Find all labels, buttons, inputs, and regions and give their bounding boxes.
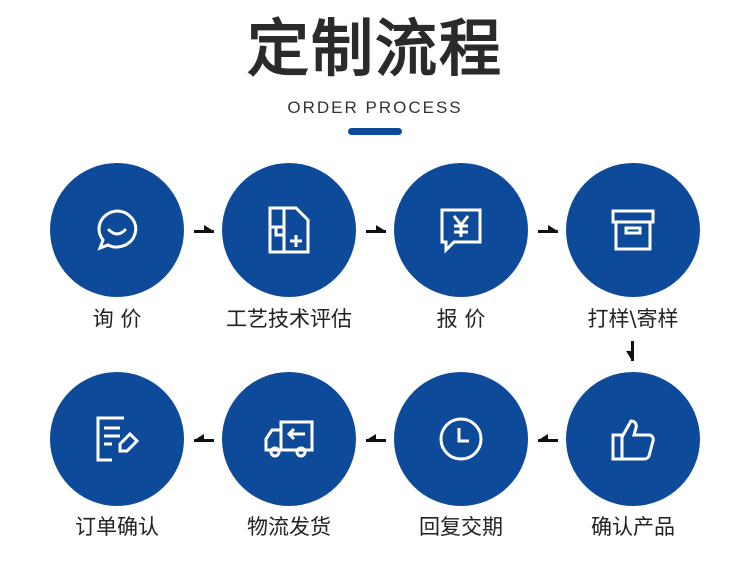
step-sampling xyxy=(566,163,700,297)
arrow-left-icon xyxy=(366,434,386,442)
step-label: 工艺技术评估 xyxy=(226,307,352,331)
step-label: 回复交期 xyxy=(419,515,503,539)
step-tech-evaluation xyxy=(222,163,356,297)
step-label: 确认产品 xyxy=(591,515,675,539)
step-label: 询 价 xyxy=(92,307,142,331)
delivery-truck-icon xyxy=(264,420,314,458)
blueprint-icon xyxy=(268,206,310,254)
yen-quote-icon xyxy=(440,208,482,254)
step-label: 物流发货 xyxy=(247,515,331,539)
thumbs-up-icon xyxy=(611,419,655,461)
arrow-left-icon xyxy=(194,434,214,442)
arrow-down-icon xyxy=(626,341,634,361)
page-title: 定制流程 xyxy=(246,12,503,85)
arrow-right-icon xyxy=(194,225,214,233)
clock-icon xyxy=(439,417,483,461)
arrow-right-icon xyxy=(366,225,386,233)
order-form-icon xyxy=(96,416,140,462)
step-inquiry xyxy=(50,163,184,297)
chat-bubble-icon xyxy=(97,209,138,251)
step-label: 订单确认 xyxy=(75,515,159,539)
page-subtitle: ORDER PROCESS xyxy=(287,98,463,117)
step-shipping xyxy=(222,372,356,506)
box-icon xyxy=(611,209,655,251)
step-delivery-date xyxy=(394,372,528,506)
step-order-confirm xyxy=(50,372,184,506)
arrow-left-icon xyxy=(538,434,558,442)
step-label: 打样\寄样 xyxy=(587,307,679,331)
step-quotation xyxy=(394,163,528,297)
arrow-right-icon xyxy=(538,225,558,233)
step-confirm-product xyxy=(566,372,700,506)
title-underline xyxy=(348,128,402,135)
step-label: 报 价 xyxy=(436,307,486,331)
